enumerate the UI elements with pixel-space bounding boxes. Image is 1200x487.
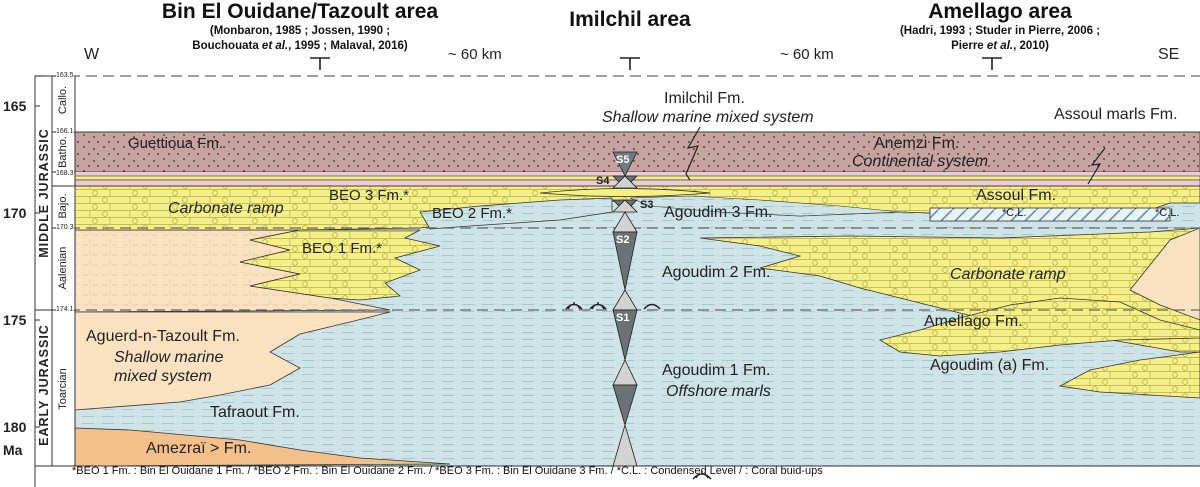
- west-area-refs-1: (Monbaron, 1985 ; Jossen, 1990 ;: [209, 25, 391, 37]
- carbonate-ramp-east-label: Carbonate ramp: [950, 266, 1066, 283]
- amellago-carbonate: [878, 297, 1200, 357]
- east-area-refs-1: (Hadri, 1993 ; Studer in Pierre, 2006 ;: [899, 25, 1101, 37]
- epoch-early-jurassic: EARLY JURASSIC: [37, 324, 51, 446]
- age-tick-180: 180: [3, 419, 27, 435]
- facies-transition-zigzag-2: [1087, 147, 1106, 185]
- agoudim2-label: Agoudim 2 Fm.: [662, 264, 771, 281]
- stage-callovian: Callo.: [57, 85, 69, 115]
- beo2-label: BEO 2 Fm.*: [432, 205, 513, 222]
- anemzi-sub-label: Continental system: [852, 153, 989, 170]
- seq-s1-triangle: [612, 309, 638, 361]
- west-refs-2-post: , 1995 ; Malaval, 2016): [288, 40, 408, 52]
- boundary-age-168-3: 168.3: [56, 170, 74, 177]
- assoul-label: Assoul Fm.: [976, 187, 1057, 204]
- east-area-title: Amellago area: [928, 0, 1072, 23]
- s2-label: S2: [616, 234, 630, 246]
- continental-band: [74, 131, 1200, 173]
- footnote: *BEO 1 Fm. : Bin El Ouidane 1 Fm. / *BEO…: [72, 465, 823, 477]
- offshore-marls-label: Offshore marls: [666, 383, 771, 400]
- age-tick-175: 175: [3, 312, 27, 328]
- center-area-title: Imilchil area: [569, 8, 691, 31]
- east-refs-2-pre: Pierre: [951, 40, 987, 52]
- agoudim1-label: Agoudim 1 Fm.: [662, 362, 771, 379]
- amellago-label: Amellago Fm.: [924, 313, 1023, 330]
- west-refs-et-al: et al.: [261, 40, 289, 52]
- agoudim3-marl: [629, 195, 901, 217]
- agoudim3-label: Agoudim 3 Fm.: [664, 204, 773, 221]
- coral-legend-icon: [692, 471, 712, 480]
- west-area-header: Bin El Ouidane/Tazoult area (Monbaron, 1…: [150, 0, 450, 54]
- center-area-header: Imilchil area: [530, 8, 730, 32]
- boundary-age-166-1: 166.1: [56, 128, 74, 135]
- distance-right-label: ~ 60 km: [780, 46, 834, 63]
- s4-label: S4: [596, 175, 610, 187]
- beo1-carbonate: [239, 229, 441, 301]
- imilchil-sub-label: Shallow marine mixed system: [602, 109, 814, 126]
- west-area-refs-2: Bouchouata et al., 1995 ; Malaval, 2016): [150, 39, 450, 54]
- tafraout-label: Tafraout Fm.: [210, 404, 300, 421]
- age-tick-170: 170: [3, 205, 27, 221]
- amezrai-label: Amezraï > Fm.: [146, 440, 252, 457]
- sequence-column: [612, 151, 638, 467]
- agoudim-a-label: Agoudim (a) Fm.: [930, 357, 1050, 374]
- boundary-age-163-5: 163.5: [56, 72, 74, 79]
- east-refs-et-al: et al.: [986, 40, 1014, 52]
- distance-left-label: ~ 60 km: [448, 46, 502, 63]
- west-area-title: Bin El Ouidane/Tazoult area: [161, 0, 439, 23]
- east-area-refs-2: Pierre et al., 2010): [850, 39, 1150, 54]
- aguerd-sub-label-2: mixed system: [114, 368, 212, 385]
- s5-label: S5: [616, 154, 630, 166]
- s4-lens: [539, 188, 711, 197]
- s1-label: S1: [616, 312, 630, 324]
- east-direction-label: SE: [1158, 46, 1180, 63]
- facies-transition-zigzag-1: [685, 126, 701, 181]
- boundary-age-174-1: 174.1: [56, 306, 74, 313]
- age-tick-165: 165: [3, 98, 27, 114]
- beo1-label: BEO 1 Fm.*: [302, 240, 383, 257]
- imilchil-fm-label: Imilchil Fm.: [664, 90, 745, 107]
- east-area-header: Amellago area (Hadri, 1993 ; Studer in P…: [850, 0, 1150, 54]
- aguerd-tazoult-label: Aguerd-n-Tazoult Fm.: [86, 328, 240, 345]
- east-refs-2-post: , 2010): [1013, 40, 1049, 52]
- epoch-middle-jurassic: MIDDLE JURASSIC: [37, 128, 51, 258]
- stage-toarcian: Toarcian: [57, 368, 69, 410]
- age-ticks: [35, 105, 40, 428]
- boundary-age-170-3: 170.3: [56, 224, 74, 231]
- beo3-label: BEO 3 Fm.*: [329, 187, 410, 204]
- condensed-level-strip: [929, 207, 1171, 222]
- stage-aalenian: Aalenian: [57, 246, 69, 290]
- aguerd-tazoult-body: [74, 311, 391, 411]
- s3-label: S3: [640, 199, 654, 211]
- seq-s2-triangle: [612, 231, 638, 291]
- west-direction-label: W: [84, 46, 100, 63]
- coral-buildups: [565, 302, 661, 310]
- carbonate-ramp-west-label: Carbonate ramp: [168, 200, 284, 217]
- seq-s5-triangle: [612, 151, 638, 177]
- guettioua-label: Guettioua Fm.: [128, 135, 224, 152]
- anemzi-label: Anemzi Fm.: [874, 135, 960, 152]
- section-markers: [310, 57, 1002, 70]
- west-refs-2-pre: Bouchouata: [192, 40, 262, 52]
- agoudim-a-tongue: [1058, 351, 1200, 399]
- condensed-level-label-2: *C.L.: [1155, 207, 1180, 219]
- age-unit-label: Ma: [3, 442, 23, 458]
- southeast-beige-wedge: [1129, 227, 1200, 321]
- pink-strip: [75, 172, 1200, 176]
- assoul-marls-label: Assoul marls Fm.: [1054, 106, 1178, 123]
- condensed-level-label-1: *C.L.: [1002, 207, 1027, 219]
- age-axis-frame: [34, 75, 1200, 487]
- aguerd-sub-label-1: Shallow marine: [114, 349, 224, 366]
